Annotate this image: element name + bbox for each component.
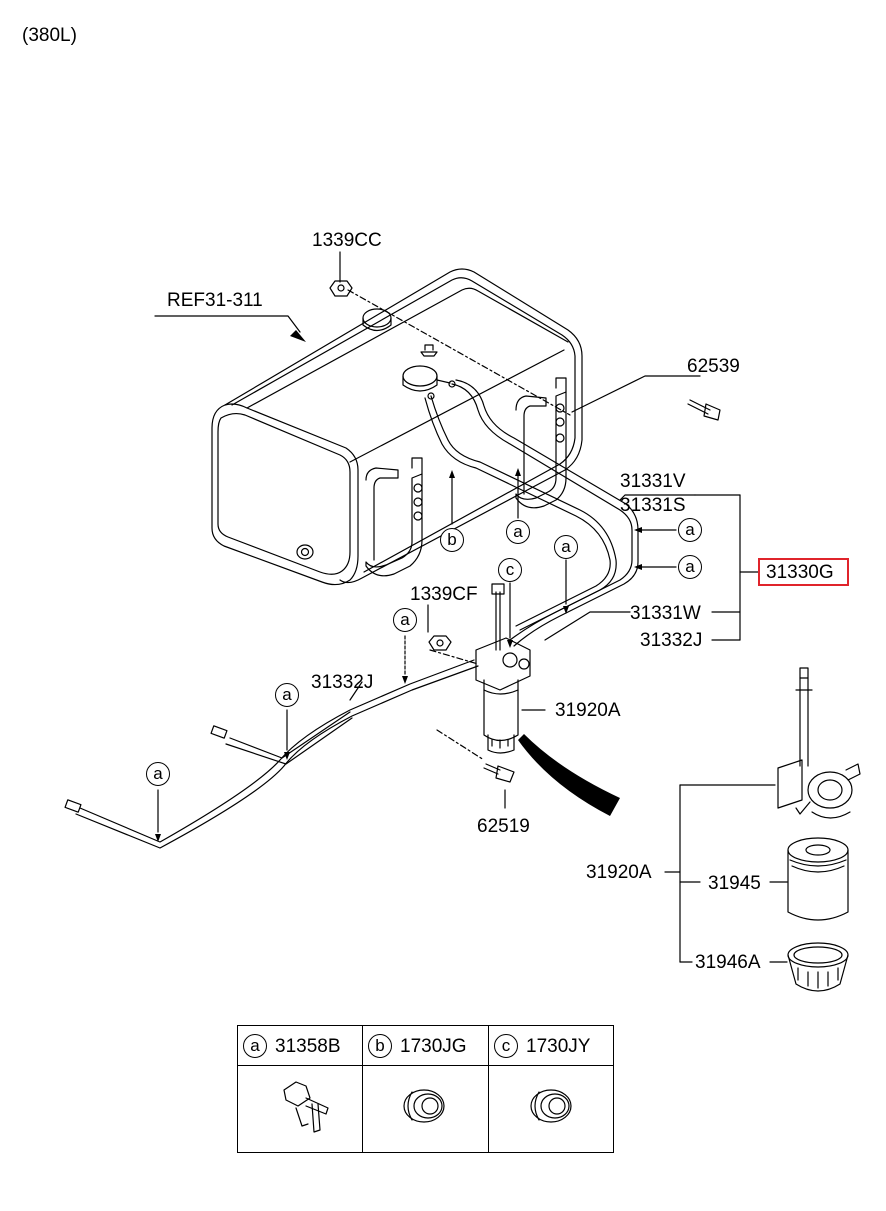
fuel-tank-icon xyxy=(211,268,583,586)
clip-icon xyxy=(283,1081,329,1133)
callout-a: a xyxy=(678,555,702,579)
legend-letter-b: b xyxy=(368,1034,392,1058)
legend-cell-b[interactable]: b 1730JG xyxy=(363,1026,489,1066)
part-31332j-right[interactable]: 31332J xyxy=(640,630,703,651)
part-62539[interactable]: 62539 xyxy=(687,356,740,377)
legend-part-b: 1730JG xyxy=(400,1036,467,1057)
ref-label[interactable]: REF31-311 xyxy=(167,290,263,311)
legend-image-b xyxy=(363,1066,489,1153)
part-31332j-left[interactable]: 31332J xyxy=(311,672,374,693)
callout-b: b xyxy=(440,528,464,552)
legend-cell-a[interactable]: a 31358B xyxy=(238,1026,363,1066)
highlight-box xyxy=(758,558,849,586)
callout-c: c xyxy=(498,558,522,582)
legend-image-a xyxy=(238,1066,363,1153)
grommet-icon xyxy=(403,1089,572,1123)
part-31331s[interactable]: 31331S xyxy=(620,495,686,516)
callout-a: a xyxy=(678,518,702,542)
filter-head-icon xyxy=(777,667,861,819)
legend-letter-c: c xyxy=(494,1034,518,1058)
part-31331v[interactable]: 31331V xyxy=(620,471,686,492)
legend-cell-c[interactable]: c 1730JY xyxy=(489,1026,613,1066)
fuel-line-icon xyxy=(64,379,639,849)
detail-arrow xyxy=(518,734,620,816)
legend-image-c xyxy=(489,1066,613,1153)
fuel-filter-assembly-icon xyxy=(475,637,531,754)
arrow-heads xyxy=(155,330,642,842)
filter-bowl-icon xyxy=(787,942,849,992)
callout-a: a xyxy=(506,520,530,544)
part-leaders xyxy=(154,251,788,963)
filter-cartridge-icon xyxy=(787,837,849,921)
legend-letter-a: a xyxy=(243,1034,267,1058)
part-31946a[interactable]: 31946A xyxy=(695,952,761,973)
bolt-icon xyxy=(483,399,721,783)
part-1339cf[interactable]: 1339CF xyxy=(410,584,478,605)
part-1339cc[interactable]: 1339CC xyxy=(312,230,382,251)
callout-a: a xyxy=(393,608,417,632)
part-31920a-detail[interactable]: 31920A xyxy=(586,862,652,883)
legend-part-c: 1730JY xyxy=(526,1036,591,1057)
legend-table: a 31358B b 1730JG c 1730JY xyxy=(237,1025,614,1153)
callout-a: a xyxy=(146,762,170,786)
part-31945[interactable]: 31945 xyxy=(708,873,761,894)
part-31331w[interactable]: 31331W xyxy=(630,603,701,624)
callout-a: a xyxy=(554,535,578,559)
part-62519[interactable]: 62519 xyxy=(477,816,530,837)
nut-icon xyxy=(329,280,452,651)
callout-a: a xyxy=(275,683,299,707)
variant-label: (380L) xyxy=(22,25,77,46)
legend-part-a: 31358B xyxy=(275,1036,341,1057)
part-31920a[interactable]: 31920A xyxy=(555,700,621,721)
leader-lines xyxy=(347,289,571,761)
part-31330g[interactable]: 31330G xyxy=(766,562,834,583)
